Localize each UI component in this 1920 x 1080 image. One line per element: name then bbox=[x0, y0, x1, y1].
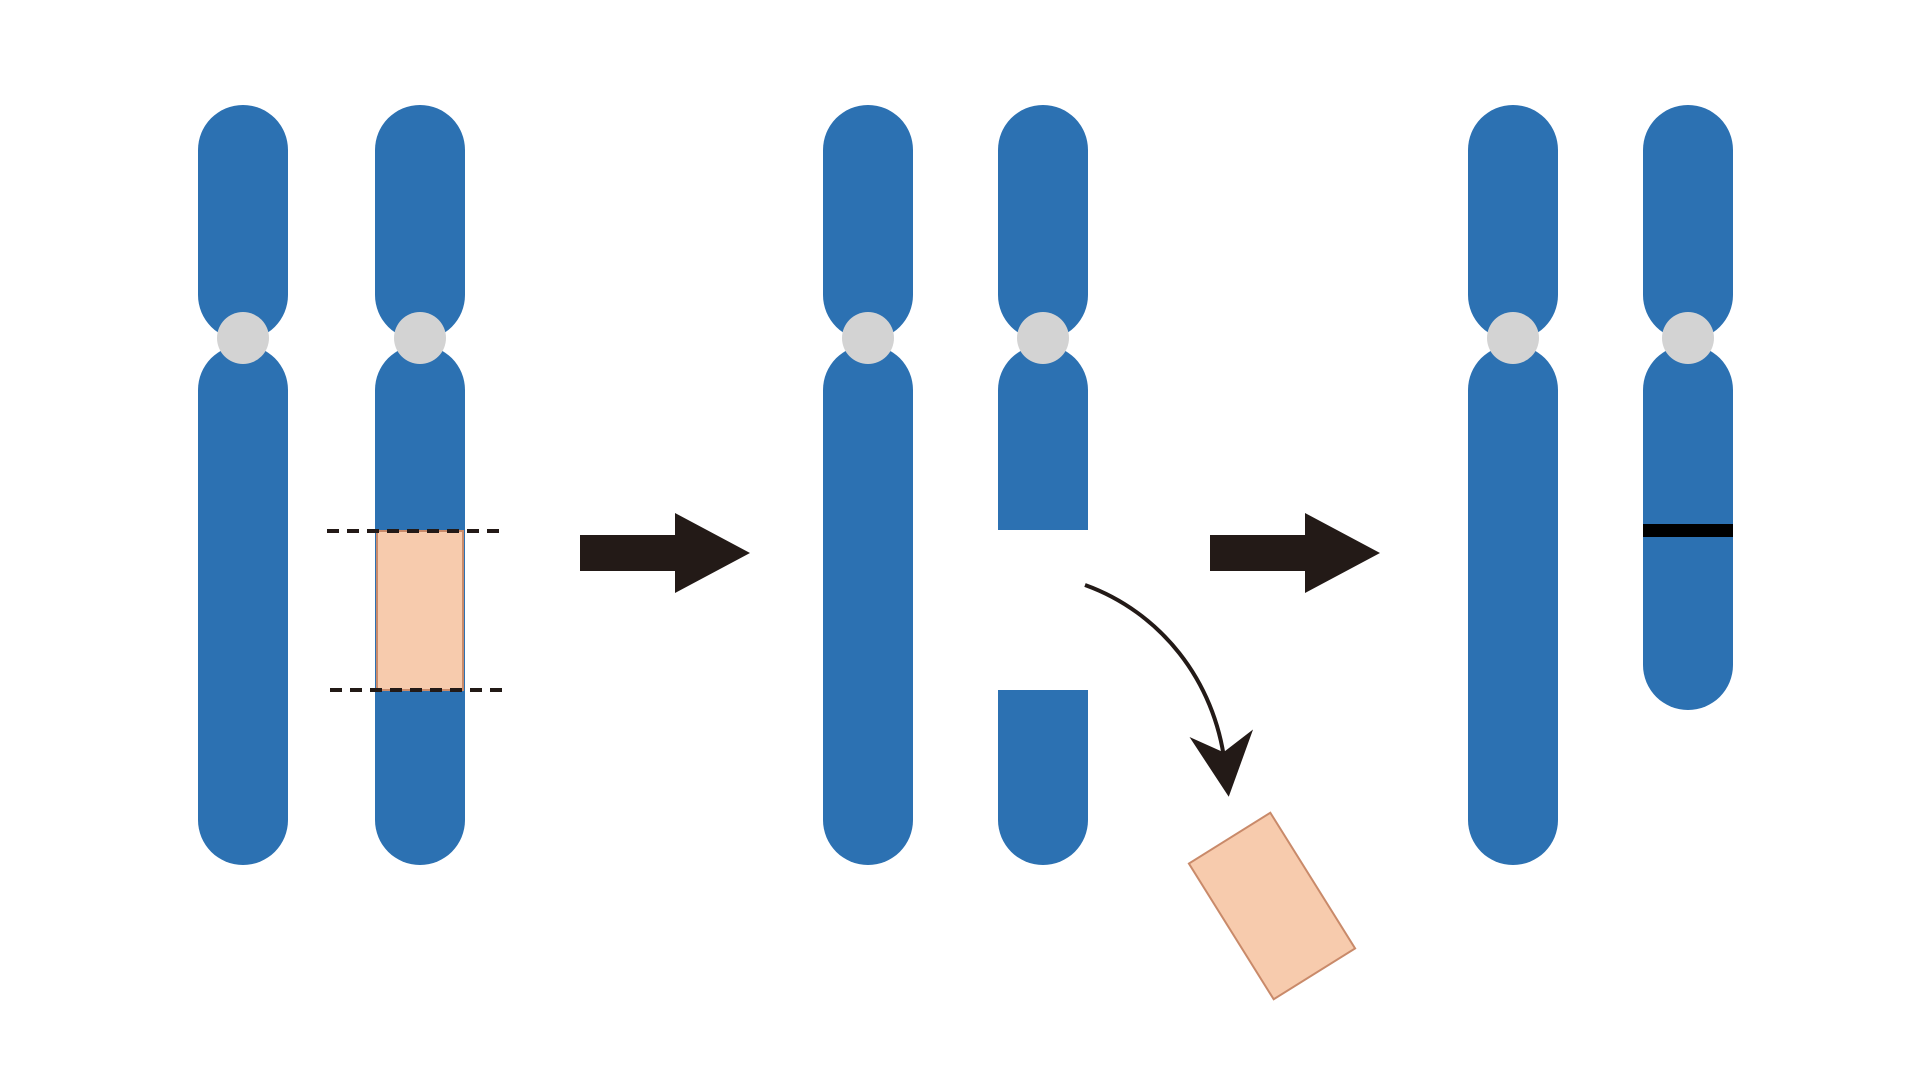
stage-3 bbox=[1468, 105, 1733, 865]
chromosome-short-arm bbox=[998, 105, 1088, 340]
centromere bbox=[394, 312, 446, 364]
chromosome-with-deletion bbox=[1643, 105, 1733, 710]
chromosome-long-arm bbox=[198, 345, 288, 865]
chromosome-short-arm bbox=[198, 105, 288, 340]
curved-arrow-icon bbox=[1084, 583, 1254, 797]
centromere bbox=[1017, 312, 1069, 364]
chromosome-normal bbox=[823, 105, 913, 865]
stage-2 bbox=[823, 105, 1357, 1001]
chromosome-normal bbox=[198, 105, 288, 865]
centromere bbox=[217, 312, 269, 364]
centromere bbox=[1662, 312, 1714, 364]
chromosome-with-marked-segment bbox=[327, 105, 505, 865]
chromosome-short-arm bbox=[823, 105, 913, 340]
chromosome-broken bbox=[998, 105, 1088, 865]
chromosome-short-arm bbox=[375, 105, 465, 340]
marked-segment bbox=[376, 530, 464, 691]
right-arrow-icon bbox=[1210, 513, 1380, 593]
chromosome-upper-fragment bbox=[998, 345, 1088, 530]
chromosome-long-arm bbox=[823, 345, 913, 865]
chromosome-short-arm bbox=[1468, 105, 1558, 340]
chromosome-normal bbox=[1468, 105, 1558, 865]
centromere bbox=[1487, 312, 1539, 364]
centromere bbox=[842, 312, 894, 364]
rejoin-mark bbox=[1643, 524, 1733, 537]
chromosome-lower-fragment bbox=[998, 690, 1088, 865]
deleted-segment bbox=[1187, 811, 1357, 1001]
chromosome-short-arm bbox=[1643, 105, 1733, 340]
right-arrow-icon bbox=[580, 513, 750, 593]
stage-1 bbox=[198, 105, 505, 865]
chromosome-long-arm bbox=[1468, 345, 1558, 865]
